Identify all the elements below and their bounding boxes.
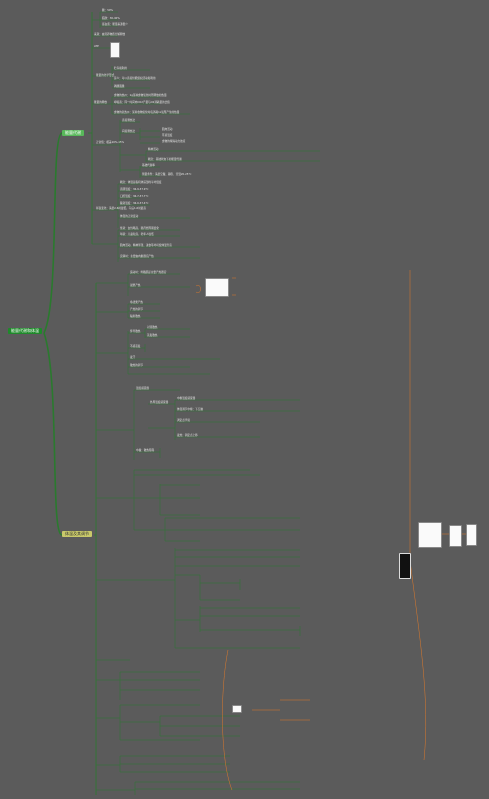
leaf-label[interactable]: 能量的释放 bbox=[94, 101, 107, 104]
leaf-label[interactable]: 磷酸肌酸 bbox=[114, 85, 125, 88]
branch-body-temperature[interactable]: 体温及其调节 bbox=[62, 531, 92, 537]
leaf-label[interactable]: 概念：体温是指机体深部的平均温度 bbox=[120, 181, 162, 184]
leaf-label[interactable]: 非战栗产热 bbox=[130, 301, 143, 304]
leaf-label[interactable]: 腋窝温度：36.0-37.4℃ bbox=[120, 202, 149, 205]
leaf-label[interactable]: 精神活动 bbox=[148, 148, 159, 151]
leaf-label[interactable]: 蒸发散热 bbox=[147, 334, 158, 337]
image-thumbnail[interactable] bbox=[418, 522, 442, 548]
leaf-label[interactable]: 来源：由营养物质分解释放 bbox=[94, 33, 126, 36]
leaf-label[interactable]: 性别：女性略高，随月经周期变化 bbox=[120, 227, 159, 230]
image-thumbnail[interactable] bbox=[449, 525, 462, 547]
leaf-label[interactable]: 辐射散热 bbox=[130, 315, 141, 318]
leaf-label[interactable]: 环境温度 bbox=[162, 134, 173, 137]
leaf-label[interactable]: 脂肪：30-40% bbox=[102, 17, 120, 20]
branch-energy-metabolism[interactable]: 能量代谢 bbox=[62, 130, 84, 136]
leaf-label[interactable]: 散热的调节 bbox=[130, 364, 143, 367]
image-thumbnail[interactable] bbox=[466, 524, 477, 546]
leaf-label[interactable]: ATP bbox=[94, 45, 99, 48]
leaf-label[interactable]: 意义：可以直接供能组织活动和利用 bbox=[114, 77, 156, 80]
leaf-label[interactable]: 体温的正常变动 bbox=[120, 215, 139, 218]
leaf-label[interactable]: 糖：50% bbox=[102, 9, 113, 12]
image-thumbnail[interactable] bbox=[205, 278, 229, 297]
leaf-label[interactable]: 中暑：散热障碍 bbox=[136, 449, 155, 452]
leaf-label[interactable]: 食物的热价：1g某种食物氧化时所释放的热量 bbox=[114, 94, 167, 97]
leaf-label[interactable]: 口腔温度：36.7-37.7℃ bbox=[120, 195, 149, 198]
leaf-label[interactable]: 年龄：儿童较高，老年人较低 bbox=[120, 233, 154, 236]
image-thumbnail[interactable] bbox=[399, 553, 411, 579]
leaf-label[interactable]: 不感蒸发 bbox=[130, 345, 141, 348]
leaf-label[interactable]: 发汗 bbox=[130, 356, 136, 359]
root-node[interactable]: 能量代谢和体温 bbox=[8, 328, 42, 334]
leaf-label[interactable]: 产热的调节 bbox=[130, 308, 143, 311]
leaf-label[interactable]: 能量的化学形式 bbox=[96, 74, 115, 77]
leaf-label[interactable]: 基础代谢率 bbox=[142, 164, 155, 167]
leaf-label[interactable]: 贮存和利用 bbox=[114, 67, 127, 70]
image-thumbnail[interactable] bbox=[232, 705, 242, 713]
leaf-label[interactable]: 肌肉活动、精神紧张、进食等均可使体温升高 bbox=[120, 244, 172, 247]
leaf-label[interactable]: 食物的特殊动力效应 bbox=[162, 140, 186, 143]
leaf-label[interactable]: 发热：调定点上移 bbox=[177, 434, 198, 437]
leaf-label[interactable]: 传导散热 bbox=[130, 330, 141, 333]
leaf-label[interactable]: 安静时：主要由内脏器官产热 bbox=[120, 255, 154, 258]
leaf-label[interactable]: 测量条件：清晨空腹、静卧、室温20-25℃ bbox=[142, 173, 192, 176]
leaf-label[interactable]: 中枢温度感受器 bbox=[177, 397, 196, 400]
leaf-label[interactable]: 肌肉活动 bbox=[162, 128, 173, 131]
image-thumbnail[interactable] bbox=[110, 42, 120, 58]
leaf-label[interactable]: 调定点学说 bbox=[177, 419, 190, 422]
leaf-label[interactable]: 呼吸商：同一时间内CO2产量与O2消耗量的比值 bbox=[114, 101, 170, 104]
leaf-label[interactable]: 食物的氧热价：某种食物氧化时每消耗1L氧所产生的热量 bbox=[114, 111, 180, 114]
leaf-label[interactable]: 蛋白质：能量来源很少 bbox=[102, 23, 128, 26]
leaf-label[interactable]: 昼夜变化：清晨2-6时最低，午后1-6时最高 bbox=[96, 207, 146, 210]
leaf-label[interactable]: 运动时：骨骼肌是主要产热器官 bbox=[130, 271, 167, 274]
leaf-label[interactable]: 直接测热法 bbox=[122, 119, 135, 122]
leaf-label[interactable]: 概念：基础状态下的能量代谢 bbox=[148, 158, 182, 161]
leaf-label[interactable]: 体温调节中枢：下丘脑 bbox=[177, 408, 203, 411]
leaf-label[interactable]: 间接测热法 bbox=[122, 130, 135, 133]
leaf-label[interactable]: 战栗产热 bbox=[130, 284, 141, 287]
leaf-label[interactable]: 对流散热 bbox=[147, 326, 158, 329]
leaf-label[interactable]: 温度感受器 bbox=[136, 387, 149, 390]
leaf-label[interactable]: 直肠温度：36.9-37.9℃ bbox=[120, 188, 149, 191]
leaf-label[interactable]: 正常值：相差10%-15% bbox=[96, 141, 125, 144]
leaf-label[interactable]: 外周温度感受器 bbox=[150, 401, 169, 404]
